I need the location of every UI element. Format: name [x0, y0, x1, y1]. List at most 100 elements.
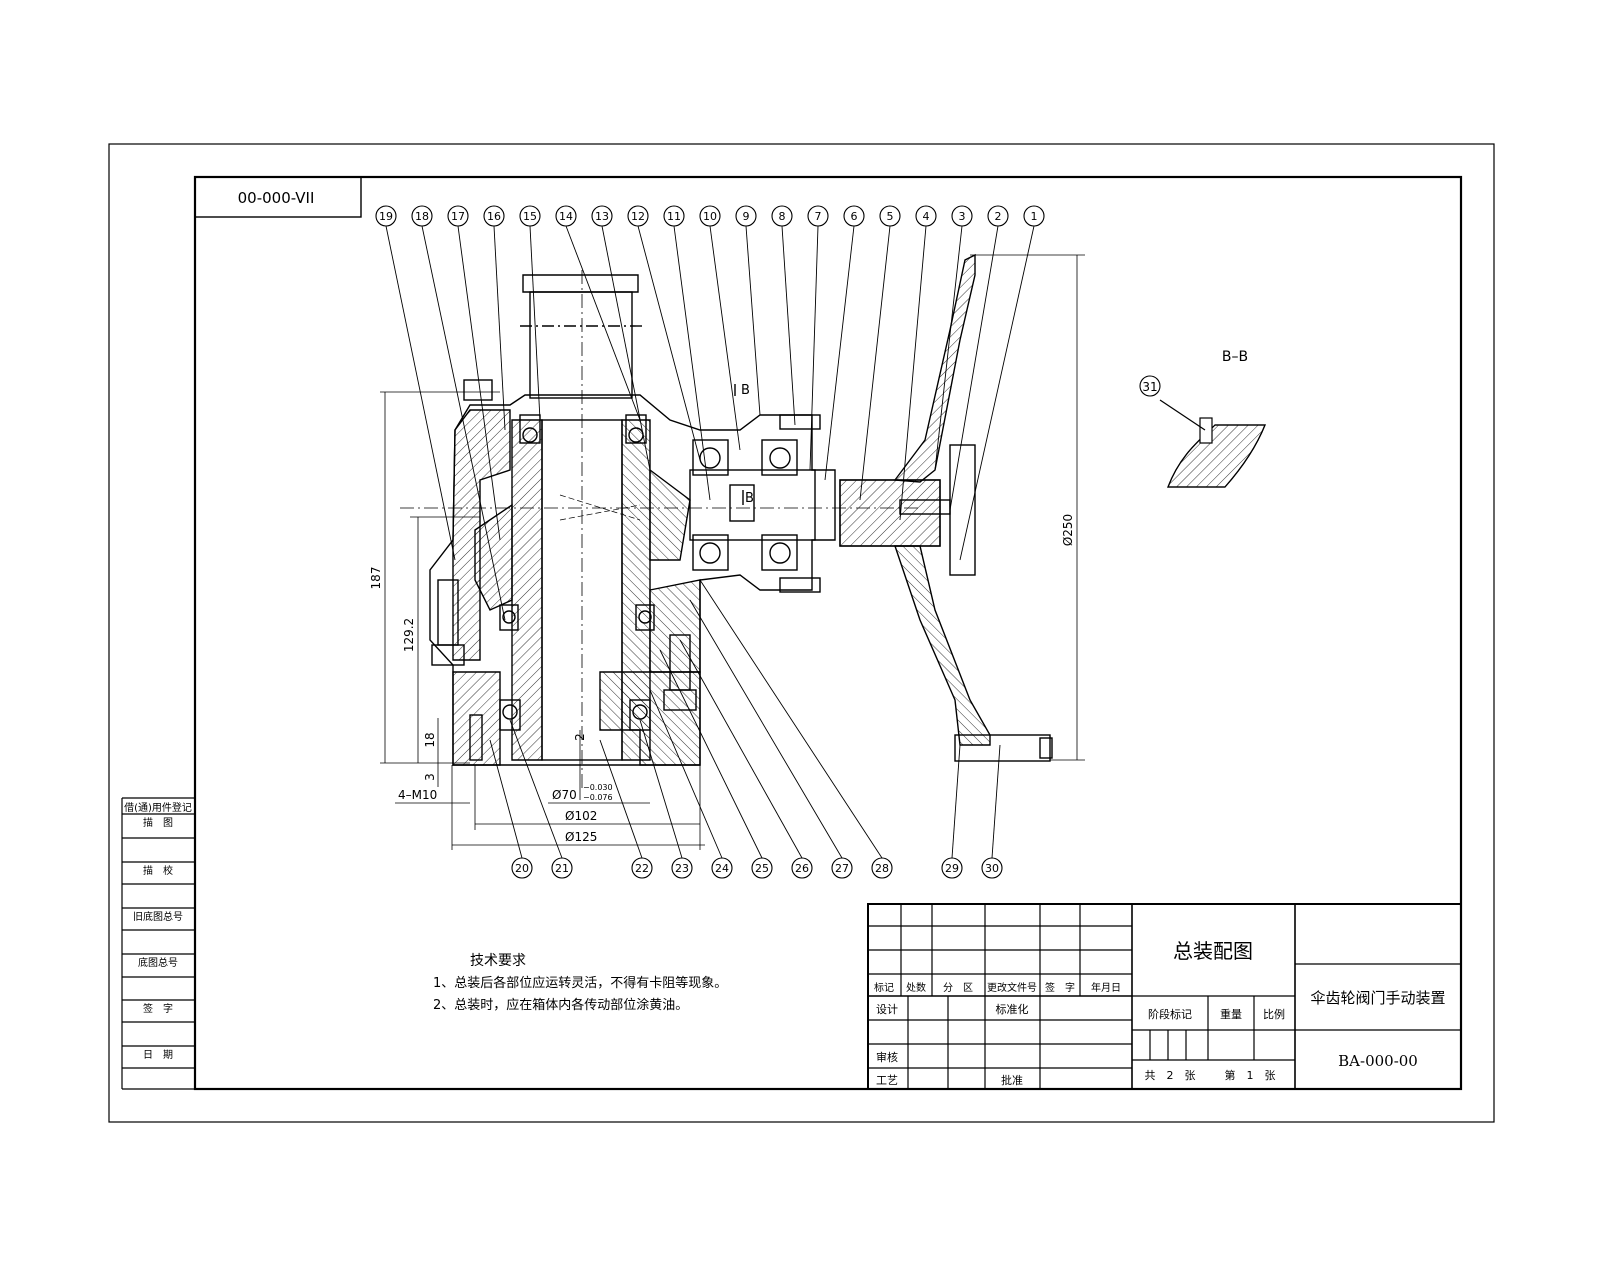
bevel-gear-r: [649, 468, 691, 561]
leader-14: [565, 225, 641, 421]
tech-line-1: 1、总装后各部位应运转灵活，不得有卡阻等现象。: [433, 975, 727, 991]
balloon-6: 6: [843, 205, 865, 227]
dim-d250: Ø250: [1061, 514, 1075, 546]
balloon-10: 10: [699, 205, 721, 227]
balloon-4: 4: [915, 205, 937, 227]
leader-8: [781, 225, 796, 426]
balloon-label: 20: [515, 862, 529, 875]
tb-approve: 批准: [1001, 1073, 1023, 1087]
tb-stage-mark: 阶段标记: [1148, 1007, 1192, 1021]
leader-11: [673, 225, 711, 501]
tb-standardization: 标准化: [996, 1002, 1029, 1016]
dim-d102: Ø102: [565, 809, 597, 823]
balloon-label: 11: [667, 210, 681, 223]
tb-drawing-no: BA-000-00: [1338, 1052, 1418, 1070]
handwheel-rim: [949, 444, 976, 576]
balloon-label: 30: [985, 862, 999, 875]
balloon-label: 6: [851, 210, 858, 223]
balloon-26: 26: [791, 857, 813, 879]
balloon-label: 18: [415, 210, 429, 223]
tb-design: 设计: [876, 1003, 898, 1016]
leader-9: [745, 225, 761, 416]
leader-5: [859, 225, 891, 501]
leader-19: [385, 225, 456, 561]
leader-29: [951, 744, 961, 859]
balloon-23: 23: [671, 857, 693, 879]
bolt-top: [779, 414, 821, 430]
balloon-label: 2: [995, 210, 1002, 223]
balloon-label: 10: [703, 210, 717, 223]
rev-h2: 分 区: [943, 982, 973, 994]
balloon-28: 28: [871, 857, 893, 879]
balloon-label: 24: [715, 862, 729, 875]
balloon-2: 2: [987, 205, 1009, 227]
balloon-9: 9: [735, 205, 757, 227]
balloon-label: 1: [1031, 210, 1038, 223]
outer-frame: [108, 143, 1495, 1123]
balloon-label: 5: [887, 210, 894, 223]
balloon-24: 24: [711, 857, 733, 879]
dim-3: 3: [423, 773, 437, 781]
tb-scale: 比例: [1263, 1007, 1285, 1021]
leader-7: [809, 225, 819, 471]
dimension-lines: [380, 254, 1085, 850]
tb-weight: 重量: [1220, 1007, 1242, 1021]
leader-28: [699, 579, 883, 859]
shaft-top: [529, 291, 633, 399]
balloon-label: 3: [959, 210, 966, 223]
balloon-19: 19: [375, 205, 397, 227]
rev-h3: 更改文件号: [987, 981, 1037, 994]
rev-h1: 处数: [906, 981, 926, 994]
tb-drawing-name: 总装配图: [1173, 939, 1253, 963]
balloon-label: 4: [923, 210, 930, 223]
dim-d70-lower: −0.076: [583, 793, 613, 802]
stud-bottom: [469, 714, 483, 761]
balloon-label: 26: [795, 862, 809, 875]
balloon-label: 13: [595, 210, 609, 223]
balloon-label: 28: [875, 862, 889, 875]
tb-sheets-total: 共 2 张: [1145, 1069, 1196, 1082]
pinion-shaft: [689, 469, 816, 541]
strip-4: 底图总号: [138, 956, 178, 969]
section-mark-top: B: [741, 383, 750, 398]
leader-17: [457, 225, 501, 541]
leader-2: [949, 225, 999, 511]
balloon-21: 21: [551, 857, 573, 879]
balloon-22: 22: [631, 857, 653, 879]
balloon-25: 25: [751, 857, 773, 879]
strip-5: 签 字: [143, 1002, 173, 1015]
leader-1: [959, 225, 1035, 561]
leader-16: [493, 225, 506, 431]
balloon-label: 23: [675, 862, 689, 875]
leader-6: [824, 225, 855, 481]
handle: [954, 734, 1051, 762]
section-detail: [1159, 399, 1266, 488]
balloon-label: 16: [487, 210, 501, 223]
balloon-label: 29: [945, 862, 959, 875]
balloon-15: 15: [519, 205, 541, 227]
pinion-bearings: [692, 439, 798, 571]
shaft-top-cap: [522, 274, 639, 293]
leader-12: [637, 225, 701, 461]
svg-text:31: 31: [1142, 380, 1157, 394]
tech-line-2: 2、总装时，应在箱体内各传动部位涂黄油。: [433, 997, 688, 1013]
dim-d70: Ø70: [552, 788, 577, 802]
dim-187: 187: [369, 567, 383, 590]
tb-part-name: 伞齿轮阀门手动装置: [1310, 989, 1445, 1007]
section-label: B–B: [1222, 349, 1248, 365]
strip-1: 描 图: [143, 816, 173, 829]
balloon-11: 11: [663, 205, 685, 227]
strip-2: 描 校: [143, 864, 173, 877]
title-block-grid: [867, 903, 1462, 1090]
balloon-label: 9: [743, 210, 750, 223]
dim-129: 129.2: [402, 618, 416, 652]
balloon-label: 25: [755, 862, 769, 875]
tb-process: 工艺: [876, 1074, 898, 1087]
balloon-label: 21: [555, 862, 569, 875]
strip-6: 日 期: [143, 1049, 173, 1061]
bolt-left-head: [431, 644, 465, 666]
balloon-label: 22: [635, 862, 649, 875]
